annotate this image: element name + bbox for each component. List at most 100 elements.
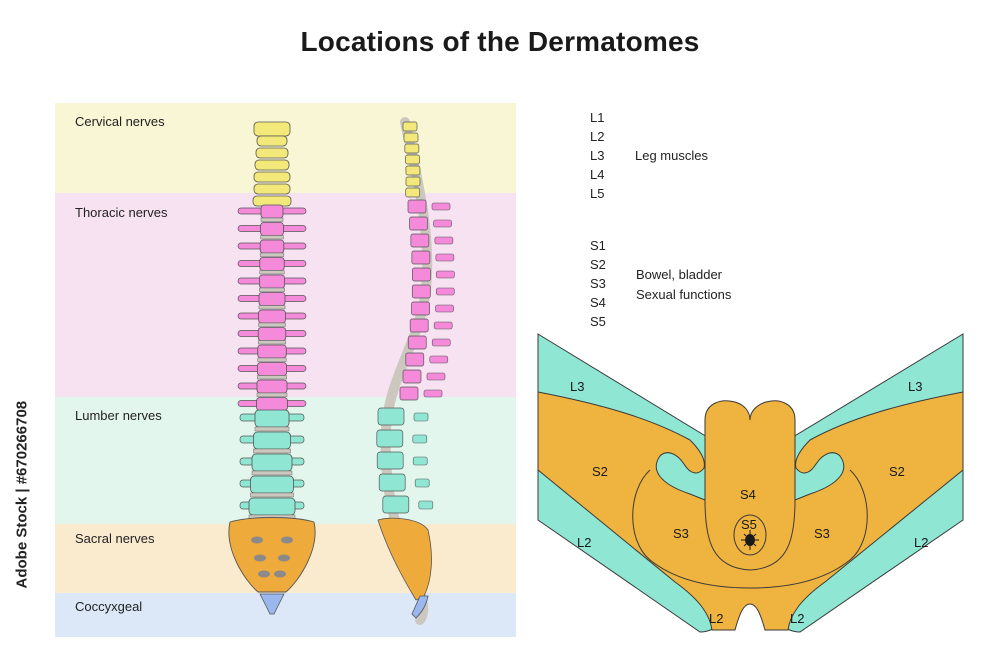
label-l3-right: L3 [908, 379, 922, 394]
disc [254, 426, 290, 432]
anus-mark-rays [741, 530, 759, 550]
label-l2-bottom-right: L2 [790, 611, 804, 626]
vertebra-lumbar-spinous [414, 478, 430, 488]
page-title: Locations of the Dermatomes [300, 26, 700, 57]
disc [260, 217, 284, 222]
vertebra-thoracic-spinous [431, 202, 451, 211]
label-s2-left: S2 [592, 464, 608, 479]
vertebra-cervical-side [404, 143, 420, 154]
dermatome-s5-outline [733, 514, 767, 556]
vertebra-cervical-side [405, 176, 421, 187]
vertebra-cervical-side [405, 165, 421, 176]
dermatome-inner-region [537, 391, 964, 631]
sacral-foramen [254, 554, 266, 562]
vertebra-thoracic-side [409, 318, 429, 333]
code-l2: L2 [590, 129, 605, 144]
vertebra-lumbar-spinous [412, 456, 428, 466]
anus-mark [745, 534, 755, 546]
label-l2-right: L2 [914, 535, 928, 550]
disc [250, 492, 294, 498]
sacral-foramen [278, 554, 290, 562]
label-s3-right: S3 [814, 526, 830, 541]
code-s5: S5 [590, 314, 606, 329]
vertebra-lumbar-side [382, 495, 410, 514]
vertebra-thoracic-spinous [429, 355, 449, 364]
vertebra-cervical [256, 135, 288, 147]
code-s3: S3 [590, 276, 606, 291]
vertebra-cervical-side [402, 121, 418, 132]
vertebra-thoracic-side [411, 250, 431, 265]
vertebra-lumbar-spinous [413, 412, 429, 422]
disc [253, 448, 291, 454]
spine-side-view [376, 117, 455, 625]
vertebra-thoracic-spinous [435, 253, 455, 262]
code-l4: L4 [590, 167, 605, 182]
band-coccygeal: Coccyxgeal [55, 593, 516, 637]
spine-front-view [228, 121, 316, 615]
vertebra-thoracic-side [410, 233, 430, 248]
label-s4: S4 [740, 487, 756, 502]
sacral-foramen [258, 570, 270, 578]
vertebra-cervical [253, 171, 291, 183]
disc [251, 470, 293, 476]
vertebra-thoracic-spinous [431, 338, 451, 347]
sacrum-front [228, 517, 316, 593]
vertebra-thoracic-side [402, 369, 422, 384]
vertebra-lumbar-spinous [412, 434, 428, 444]
disc [256, 392, 288, 397]
vertebra-thoracic-side [412, 267, 431, 282]
vertebra-thoracic-side [405, 352, 425, 367]
vertebra-thoracic-side [399, 386, 419, 401]
dermatome-s4-outline [704, 499, 796, 571]
vertebra-lumbar-side [377, 407, 405, 426]
sacrum-side [377, 517, 432, 601]
dermatome-s3-outline [632, 469, 868, 589]
vertebra-thoracic-side [409, 216, 428, 231]
vertebra-thoracic-spinous [426, 372, 446, 381]
code-l5: L5 [590, 186, 605, 201]
coccyx-side [411, 595, 429, 619]
disc [260, 235, 284, 240]
vertebra-lumbar-side [376, 451, 404, 470]
lumbar-function: Leg muscles [635, 148, 708, 163]
band-label-cervical: Cervical nerves [75, 114, 165, 129]
sacral-foramen [274, 570, 286, 578]
vertebra-thoracic-side [407, 199, 427, 214]
code-l3: L3 [590, 148, 605, 163]
label-l3-left: L3 [570, 379, 584, 394]
vertebra-thoracic-side [407, 335, 427, 350]
vertebra-lumbar-side [376, 429, 404, 448]
code-s4: S4 [590, 295, 606, 310]
disc [258, 322, 286, 327]
label-s2-right: S2 [889, 464, 905, 479]
vertebra-cervical [254, 159, 290, 171]
code-s2: S2 [590, 257, 606, 272]
vertebra-thoracic-spinous [436, 270, 455, 279]
band-label-thoracic: Thoracic nerves [75, 205, 168, 220]
vertebra-thoracic-spinous [433, 321, 453, 330]
vertebra-lumbar-spinous [418, 500, 434, 510]
band-label-sacral: Sacral nerves [75, 531, 155, 546]
disc [257, 340, 287, 345]
disc [258, 305, 286, 310]
vertebra-cervical-side [405, 154, 420, 165]
coccyx-front [259, 593, 285, 615]
vertebra-cervical-side [403, 132, 419, 143]
label-s5: S5 [741, 517, 757, 532]
vertebra-thoracic-side [411, 301, 430, 316]
label-l2-bottom-left: L2 [709, 611, 723, 626]
label-s3-left: S3 [673, 526, 689, 541]
sacral-foramen [251, 536, 263, 544]
code-s1: S1 [590, 238, 606, 253]
vertebra-thoracic-spinous [423, 389, 443, 398]
disc [257, 357, 287, 362]
vertebra-thoracic-spinous [434, 236, 454, 245]
vertebra-cervical [253, 183, 291, 195]
band-label-lumbar: Lumber nerves [75, 408, 162, 423]
vertebra-lumbar-side [378, 473, 406, 492]
disc [257, 375, 287, 380]
vertebra-thoracic-spinous [435, 304, 454, 313]
disc [259, 287, 285, 292]
vertebra-thoracic-side [411, 284, 431, 299]
